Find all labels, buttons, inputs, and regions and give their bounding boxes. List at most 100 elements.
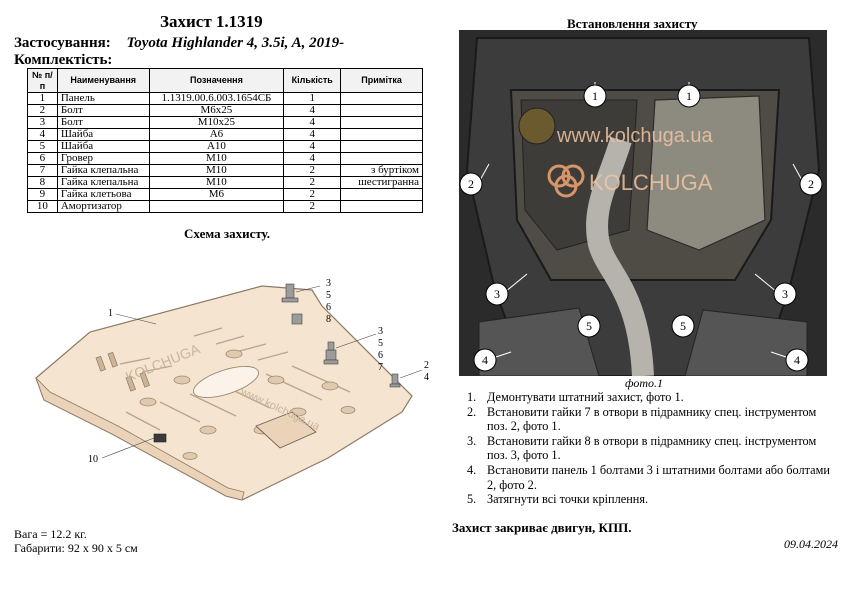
step-number: 2.: [467, 404, 477, 419]
table-cell: М6: [148, 188, 285, 201]
marker-4b: 4: [770, 348, 809, 372]
table-cell: М10: [148, 176, 285, 189]
dimensions: Габарити: 92 х 90 х 5 см: [14, 541, 138, 555]
pulley: [518, 107, 556, 145]
install-steps: 1. Демонтувати штатний захист, фото 1. 2. В…: [467, 390, 837, 507]
svg-text:2: 2: [468, 177, 474, 191]
table-cell: Панель: [56, 92, 150, 105]
fastener-stack-b: [323, 341, 339, 365]
application-label: Застосування:: [14, 35, 111, 51]
table-cell: [340, 128, 423, 141]
table-cell: [340, 116, 423, 129]
svg-text:1: 1: [592, 89, 598, 103]
table-cell: Гровер: [56, 152, 150, 165]
header-designation: Позначення: [148, 68, 285, 93]
lower-right-plate: [684, 309, 808, 376]
scheme-title: Схема захисту.: [184, 226, 270, 241]
table-cell: Амортизатор: [56, 200, 150, 213]
table-cell: [340, 92, 423, 105]
transmission: [646, 95, 766, 251]
photo-watermark-brand: KOLCHUGA: [589, 170, 713, 195]
marker-5a: 5: [577, 314, 601, 338]
photo-watermark-url: www.kolchuga.ua: [556, 125, 714, 147]
list-item: 4.Встановити панель 1 болтами 3 і штатни…: [467, 463, 837, 492]
step-text: Демонтувати штатний захист, фото 1.: [487, 390, 684, 404]
label-stack-a-1: 3: [326, 278, 331, 289]
label-stack-b-1: 3: [378, 326, 383, 337]
exhaust-pipe: [586, 136, 654, 376]
table-cell: Шайба: [56, 128, 150, 141]
svg-text:1: 1: [686, 89, 692, 103]
step-number: 3.: [467, 433, 477, 448]
list-item: 5.Затягнути всі точки кріплення.: [467, 492, 837, 507]
bracket-plate: [255, 411, 317, 449]
table-cell: 5: [27, 140, 58, 153]
application-line: Застосування: Toyota Highlander 4, 3.5i,…: [14, 35, 344, 52]
table-cell: 2: [283, 164, 342, 177]
table-cell: 4: [283, 116, 342, 129]
table-cell: 6: [27, 152, 58, 165]
svg-text:4: 4: [482, 353, 488, 367]
table-cell: М10: [148, 152, 285, 165]
kolchuga-logo-icon: [547, 164, 585, 198]
table-cell: Гайка клетьова: [56, 188, 150, 201]
install-title: Встановлення захисту: [567, 16, 698, 31]
marker-3a: 3: [485, 273, 528, 306]
page-title: Захист 1.1319: [160, 12, 263, 31]
conclusion: Захист закриває двигун, КПП.: [452, 520, 632, 535]
header-number: № п/п: [27, 68, 58, 93]
document-date: 09.04.2024: [784, 537, 838, 551]
panel-holes: [139, 349, 356, 460]
kit-label: Комплектість:: [14, 52, 113, 68]
install-photo: www.kolchuga.ua KOLCHUGA 1 1 2 2 3 3 4 4…: [459, 30, 827, 376]
svg-text:4: 4: [794, 353, 800, 367]
table-cell: 1: [283, 92, 342, 105]
step-text: Встановити гайки 8 в отвори в підрамнику…: [487, 433, 817, 463]
marker-4a: 4: [473, 348, 512, 372]
svg-text:5: 5: [586, 319, 592, 333]
marker-5b: 5: [671, 314, 695, 338]
table-cell: М6х25: [148, 104, 285, 117]
panel-front-edge: [35, 377, 245, 501]
marker-1b: 1: [677, 82, 701, 108]
scheme-drawing: KOLCHUGA www.kolchuga.ua 1 10 3 5 6 8 3 …: [35, 278, 429, 501]
marker-2a: 2: [459, 163, 490, 196]
application-value: Toyota Highlander 4, 3.5i, A, 2019-: [126, 35, 345, 51]
marker-2b: 2: [792, 163, 823, 196]
table-cell: М10: [148, 164, 285, 177]
table-cell: з буртіком: [340, 164, 423, 177]
table-cell: шестигранна: [340, 176, 423, 189]
table-cell: Болт: [56, 104, 150, 117]
step-number: 5.: [467, 492, 477, 507]
table-cell: А10: [148, 140, 285, 153]
table-cell: 1.1319.00.6.003.1654СБ: [148, 92, 285, 105]
table-cell: 2: [283, 176, 342, 189]
svg-text:2: 2: [808, 177, 814, 191]
table-cell: 8: [27, 176, 58, 189]
table-cell: 10: [27, 200, 58, 213]
fastener-stack-c: [389, 373, 401, 388]
svg-text:5: 5: [680, 319, 686, 333]
table-header-row: № п/п Наименування Позначення Кількість …: [27, 68, 423, 93]
step-text: Встановити панель 1 болтами 3 і штатними…: [487, 462, 830, 492]
fastener-stack-a: [281, 283, 303, 325]
table-cell: 2: [283, 200, 342, 213]
table-cell: [340, 140, 423, 153]
svg-text:3: 3: [494, 287, 500, 301]
shock-absorber: [153, 433, 167, 443]
table-cell: 4: [27, 128, 58, 141]
marker-1a: 1: [583, 82, 607, 108]
table-cell: Гайка клепальна: [56, 176, 150, 189]
table-cell: 7: [27, 164, 58, 177]
label-stack-b-2: 5: [378, 338, 383, 349]
step-number: 1.: [467, 390, 477, 404]
